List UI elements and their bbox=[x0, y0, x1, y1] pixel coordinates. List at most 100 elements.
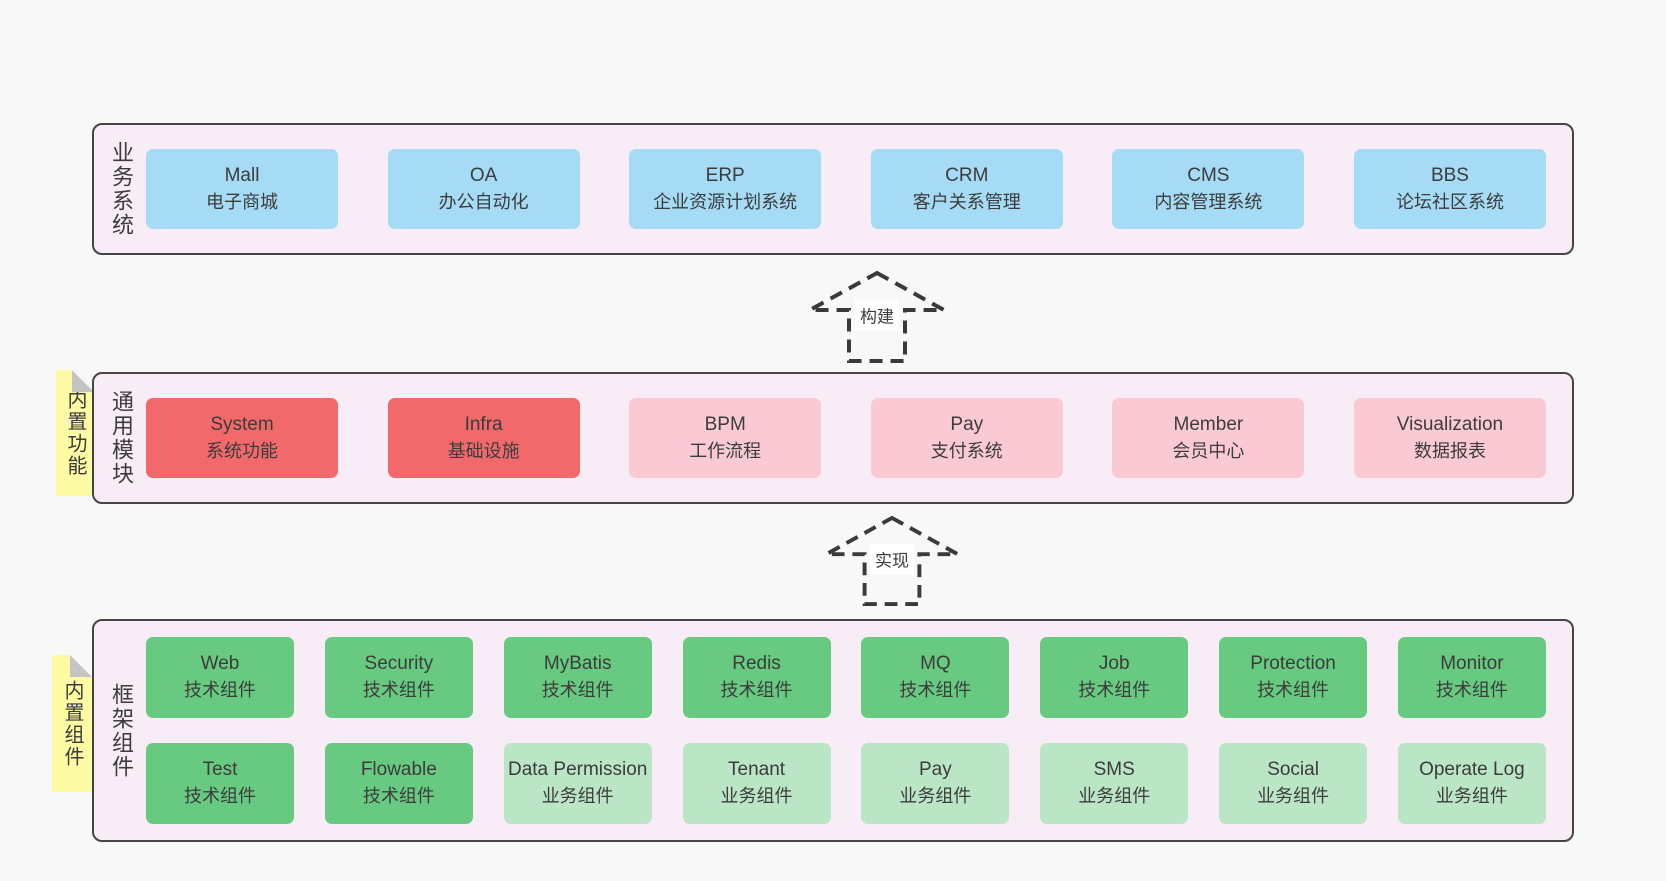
box-protection: Protection 技术组件 bbox=[1219, 637, 1368, 718]
sticky-note-label: 内置组件 bbox=[61, 679, 83, 768]
box-subtitle: 支付系统 bbox=[930, 440, 1003, 461]
box-mq: MQ 技术组件 bbox=[861, 637, 1010, 718]
box-subtitle: 技术组件 bbox=[541, 680, 614, 701]
box-title: OA bbox=[469, 164, 498, 186]
box-sms: SMS 业务组件 bbox=[1040, 743, 1189, 824]
box-title: Redis bbox=[732, 653, 781, 675]
box-title: MyBatis bbox=[543, 653, 612, 675]
build-arrow-label: 构建 bbox=[855, 299, 899, 331]
box-cms: CMS 内容管理系统 bbox=[1112, 149, 1305, 229]
box-job: Job 技术组件 bbox=[1040, 637, 1189, 718]
implement-arrow-label: 实现 bbox=[870, 543, 914, 575]
box-social: Social 业务组件 bbox=[1219, 743, 1368, 824]
box-subtitle: 业务组件 bbox=[1257, 786, 1330, 807]
box-subtitle: 业务组件 bbox=[720, 786, 793, 807]
folded-corner-icon bbox=[70, 655, 92, 677]
box-erp: ERP 企业资源计划系统 bbox=[629, 149, 822, 229]
box-subtitle: 论坛社区系统 bbox=[1395, 191, 1504, 212]
box-subtitle: 业务组件 bbox=[1435, 786, 1508, 807]
sticky-note-builtin-components: 内置组件 bbox=[52, 655, 92, 792]
folded-corner-icon bbox=[72, 370, 94, 392]
box-subtitle: 技术组件 bbox=[1435, 680, 1508, 701]
section-label-framework: 框架组件 bbox=[109, 682, 134, 779]
framework-box-rows: Web 技术组件 Security 技术组件 MyBatis 技术组件 Redi… bbox=[146, 637, 1546, 824]
box-subtitle: 基础设施 bbox=[447, 440, 520, 461]
box-subtitle: 办公自动化 bbox=[438, 191, 529, 212]
box-redis: Redis 技术组件 bbox=[682, 637, 831, 718]
box-monitor: Monitor 技术组件 bbox=[1397, 637, 1546, 718]
box-subtitle: 技术组件 bbox=[899, 680, 972, 701]
box-subtitle: 技术组件 bbox=[1078, 680, 1151, 701]
box-title: Social bbox=[1267, 759, 1319, 781]
box-title: Member bbox=[1173, 413, 1244, 435]
box-system: System 系统功能 bbox=[146, 398, 338, 478]
box-member: Member 会员中心 bbox=[1112, 398, 1305, 478]
box-title: Web bbox=[200, 653, 240, 675]
box-security: Security 技术组件 bbox=[324, 637, 473, 718]
box-title: ERP bbox=[705, 164, 745, 186]
box-title: Operate Log bbox=[1419, 759, 1525, 781]
dashed-up-arrow-icon bbox=[809, 270, 945, 363]
box-flowable: Flowable 技术组件 bbox=[324, 743, 473, 824]
box-subtitle: 技术组件 bbox=[184, 786, 256, 807]
framework-row-2: Test 技术组件 Flowable 技术组件 Data Permission … bbox=[146, 743, 1546, 824]
business-box-row: Mall 电子商城 OA 办公自动化 ERP 企业资源计划系统 CRM 客户关系… bbox=[146, 149, 1546, 229]
box-visualization: Visualization 数据报表 bbox=[1353, 398, 1546, 478]
box-tenant: Tenant 业务组件 bbox=[682, 743, 831, 824]
box-title: Tenant bbox=[728, 759, 786, 781]
box-title: Job bbox=[1098, 653, 1130, 675]
box-pay: Pay 支付系统 bbox=[870, 398, 1063, 478]
box-data-permission: Data Permission 业务组件 bbox=[503, 743, 652, 824]
box-subtitle: 工作流程 bbox=[689, 440, 762, 461]
box-title: Security bbox=[364, 653, 434, 675]
box-title: Infra bbox=[464, 413, 503, 435]
box-title: BBS bbox=[1430, 164, 1469, 186]
box-subtitle: 客户关系管理 bbox=[912, 191, 1021, 212]
box-subtitle: 电子商城 bbox=[206, 191, 278, 212]
box-title: Pay bbox=[919, 759, 952, 781]
sticky-note-label: 内置功能 bbox=[64, 389, 86, 477]
dashed-up-arrow-icon bbox=[825, 515, 959, 607]
section-label-modules: 通用模块 bbox=[109, 390, 134, 486]
box-subtitle: 内容管理系统 bbox=[1154, 191, 1263, 212]
box-mybatis: MyBatis 技术组件 bbox=[503, 637, 652, 718]
box-subtitle: 数据报表 bbox=[1413, 440, 1486, 461]
section-label-business: 业务系统 bbox=[109, 141, 134, 237]
box-title: Mall bbox=[224, 164, 260, 186]
box-title: Test bbox=[202, 759, 238, 781]
box-title: Pay bbox=[950, 413, 984, 435]
section-framework-components: 框架组件 Web 技术组件 Security 技术组件 MyBatis 技术组件… bbox=[92, 619, 1574, 842]
box-subtitle: 技术组件 bbox=[184, 680, 256, 701]
box-test: Test 技术组件 bbox=[146, 743, 294, 824]
section-common-modules: 通用模块 System 系统功能 Infra 基础设施 BPM 工作流程 Pay… bbox=[92, 372, 1574, 504]
box-subtitle: 技术组件 bbox=[362, 680, 435, 701]
box-title: Flowable bbox=[360, 759, 437, 781]
box-oa: OA 办公自动化 bbox=[387, 149, 580, 229]
box-web: Web 技术组件 bbox=[146, 637, 294, 718]
implement-arrow: 实现 bbox=[822, 515, 962, 607]
box-bbs: BBS 论坛社区系统 bbox=[1353, 149, 1546, 229]
box-subtitle: 技术组件 bbox=[1257, 680, 1330, 701]
box-bpm: BPM 工作流程 bbox=[629, 398, 822, 478]
box-subtitle: 业务组件 bbox=[899, 786, 972, 807]
box-subtitle: 会员中心 bbox=[1172, 440, 1245, 461]
box-title: MQ bbox=[920, 653, 951, 675]
box-subtitle: 技术组件 bbox=[720, 680, 793, 701]
framework-row-1: Web 技术组件 Security 技术组件 MyBatis 技术组件 Redi… bbox=[146, 637, 1546, 718]
build-arrow: 构建 bbox=[807, 270, 947, 364]
modules-box-row: System 系统功能 Infra 基础设施 BPM 工作流程 Pay 支付系统… bbox=[146, 398, 1546, 478]
box-title: CMS bbox=[1187, 164, 1230, 186]
box-title: BPM bbox=[704, 413, 746, 435]
sticky-note-builtin-features: 内置功能 bbox=[56, 370, 94, 496]
box-subtitle: 业务组件 bbox=[1078, 786, 1151, 807]
box-title: Protection bbox=[1250, 653, 1336, 675]
box-operate-log: Operate Log 业务组件 bbox=[1397, 743, 1546, 824]
box-title: System bbox=[210, 413, 274, 435]
box-mall: Mall 电子商城 bbox=[146, 149, 338, 229]
box-crm: CRM 客户关系管理 bbox=[870, 149, 1063, 229]
box-subtitle: 技术组件 bbox=[362, 786, 435, 807]
box-title: CRM bbox=[945, 164, 989, 186]
box-title: Visualization bbox=[1396, 413, 1504, 435]
box-subtitle: 系统功能 bbox=[206, 440, 278, 461]
